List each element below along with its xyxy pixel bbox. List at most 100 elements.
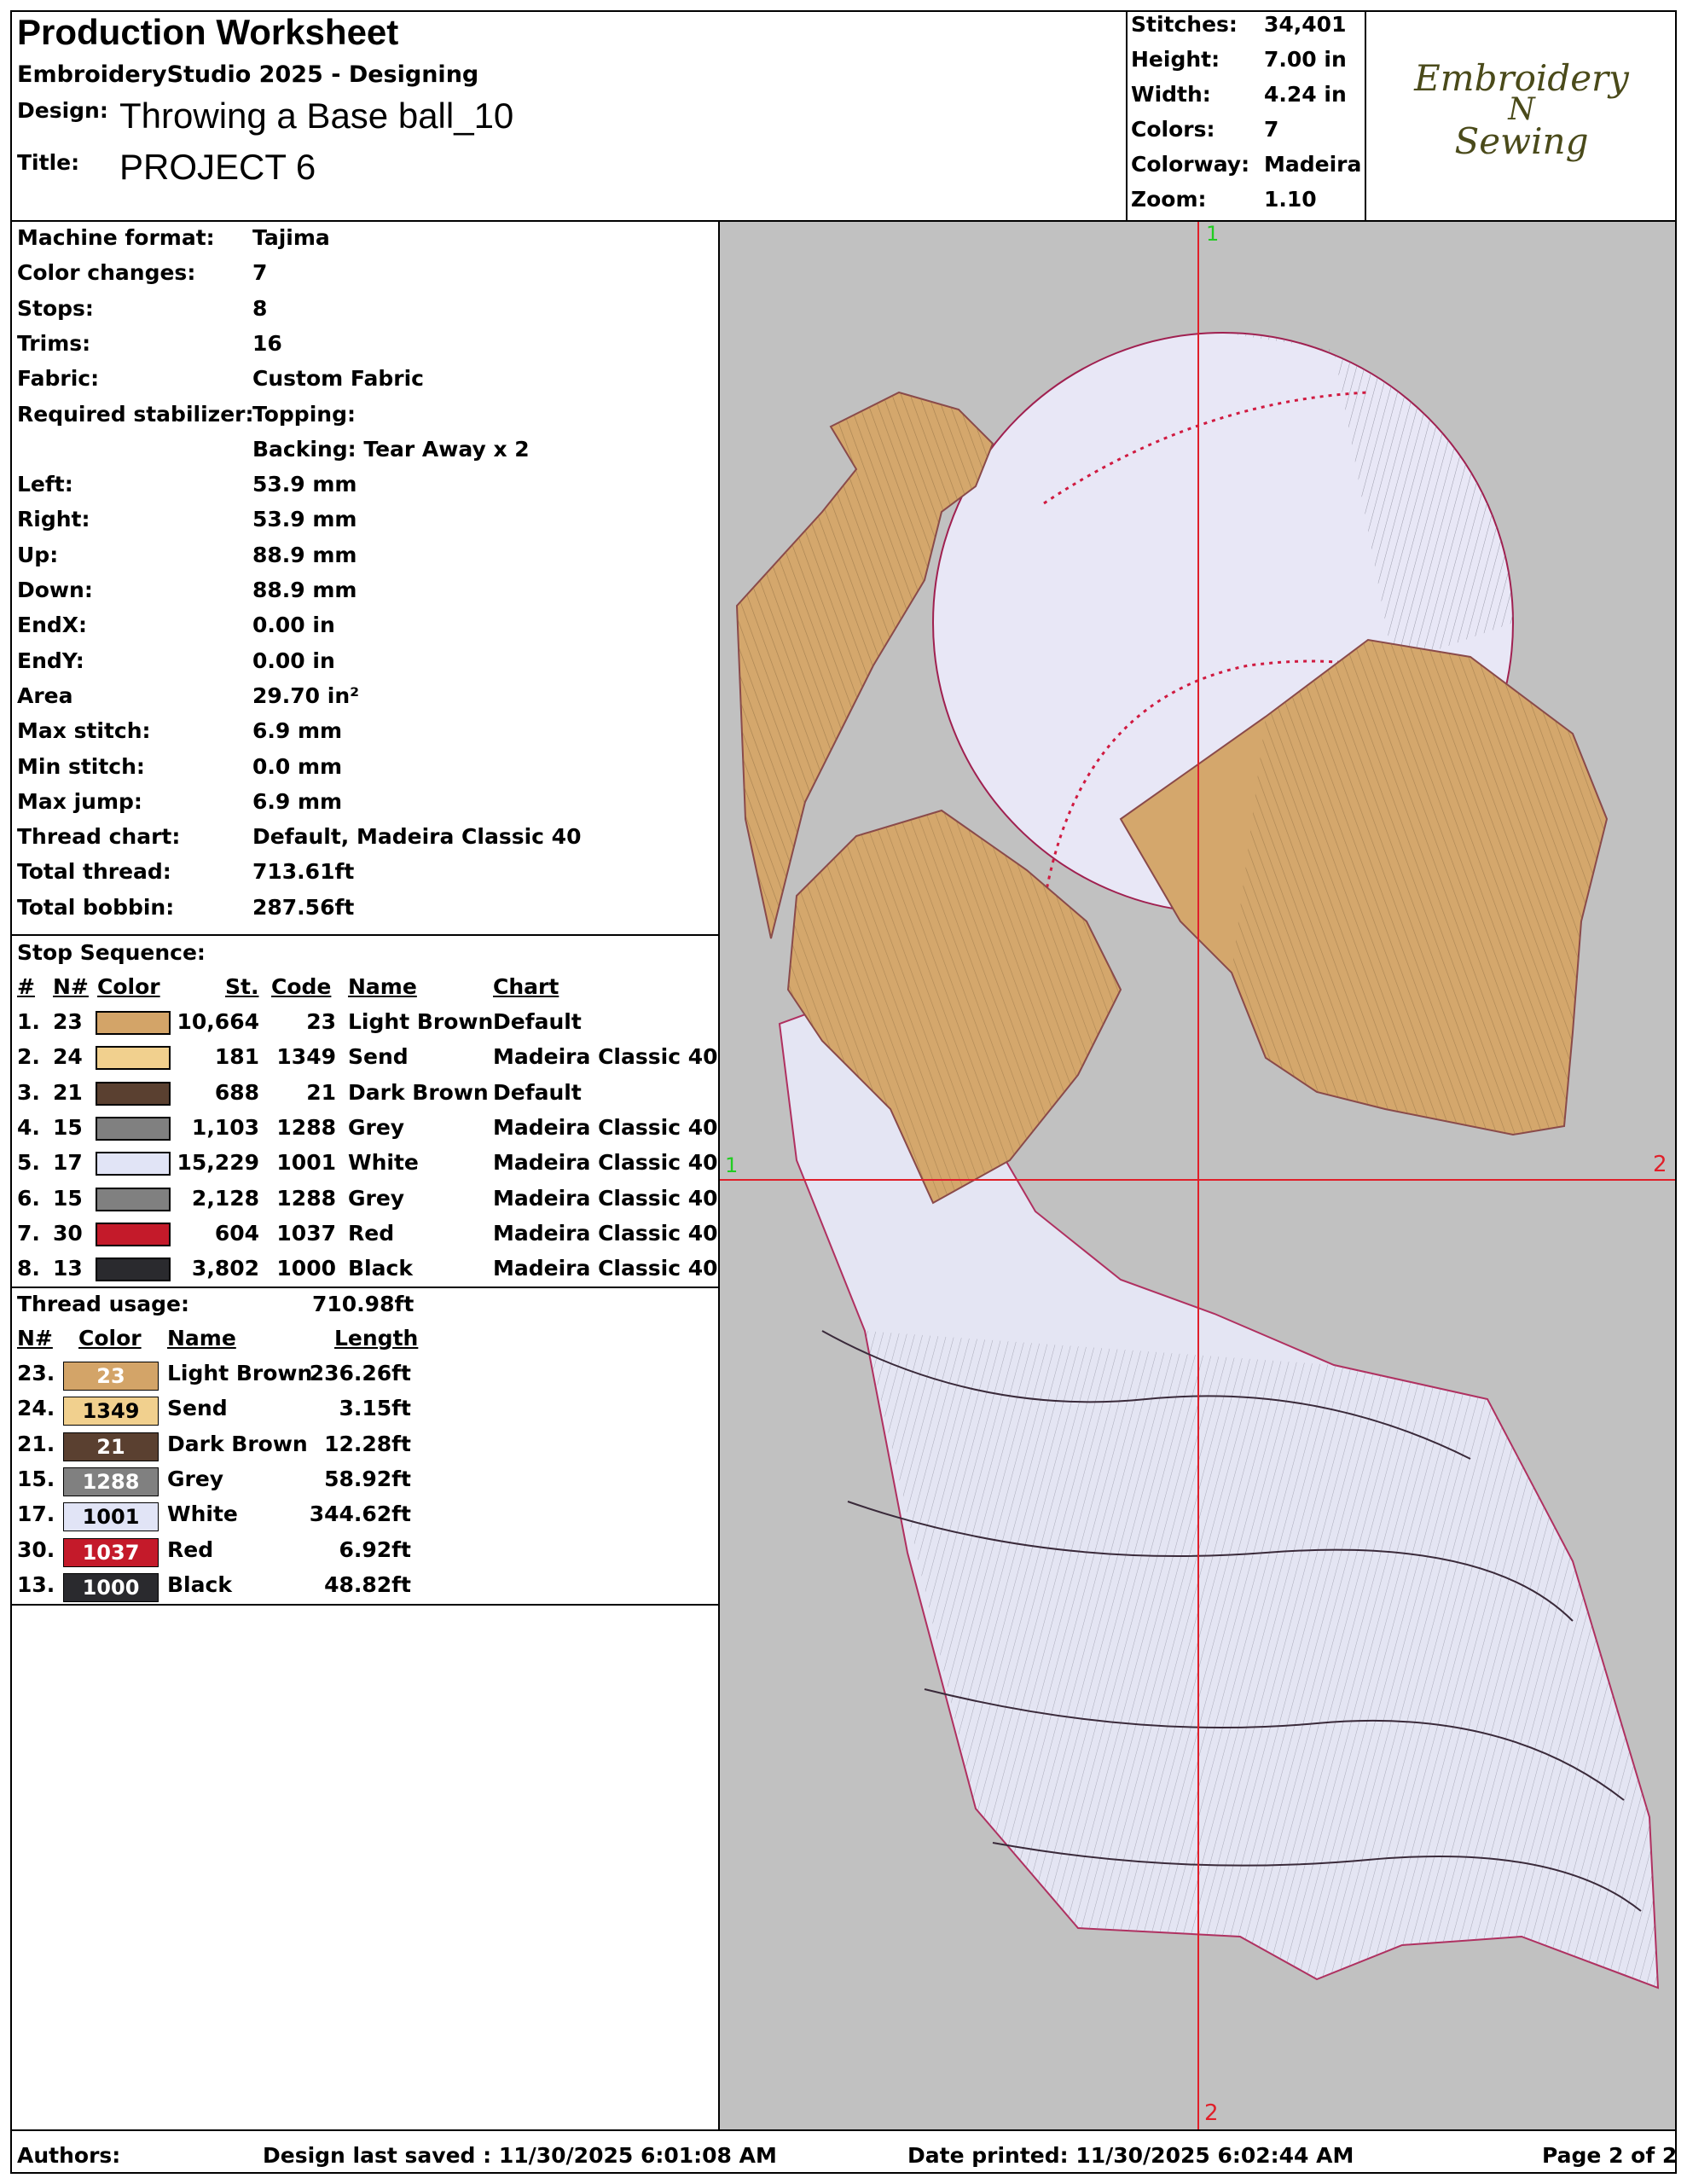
summary-value: 7 [1264,117,1279,142]
thread-row-name: White [167,1502,238,1527]
stop-row-swatch [96,1046,171,1071]
col-header-idx: # [17,974,35,999]
stat-label: Color changes: [17,260,196,286]
stat-label: Thread chart: [17,824,181,850]
summary-value: 7.00 in [1264,47,1347,72]
axis-label-bottom: 2 [1204,2100,1219,2126]
stat-label: Trims: [17,330,91,356]
thread-row-length: 48.82ft [324,1571,411,1597]
summary-value: 34,401 [1264,12,1347,37]
horizontal-axis [720,1179,1675,1181]
baseball-seam [1043,391,1369,505]
summary-label: Width: [1131,82,1211,107]
logo-line-3: Sewing [1454,120,1589,162]
software-name: EmbroideryStudio 2025 - Designing [17,61,479,88]
design-label: Design: [17,98,108,123]
stop-row-chart: Madeira Classic 40 [493,1114,718,1140]
stop-row-chart: Madeira Classic 40 [493,1185,718,1211]
stat-label: Down: [17,578,93,602]
stop-row-needle: 23 [53,1009,83,1034]
stop-row-chart: Madeira Classic 40 [493,1220,718,1246]
stop-row-index: 5. [17,1150,40,1176]
stop-row-stitches: 181 [214,1044,259,1070]
design-preview[interactable]: 1 1 2 2 [720,222,1675,2129]
stat-value: 53.9 mm [252,472,357,497]
thread-row-name: Grey [167,1466,224,1491]
stop-row-index: 2. [17,1044,40,1070]
thread-col-color: Color [78,1326,142,1350]
embroidery-preview-svg [735,332,1660,1989]
col-header-code: Code [271,974,332,999]
stat-value: 8 [252,295,268,321]
stop-row-chart: Madeira Classic 40 [493,1044,718,1070]
stop-row-index: 8. [17,1256,40,1281]
thread-col-length: Length [334,1326,419,1350]
axis-label-right: 2 [1653,1152,1667,1177]
stat-label: EndX: [17,613,88,638]
stop-row-stitches: 2,128 [191,1185,259,1211]
stat-label: EndY: [17,648,84,673]
stop-row-needle: 13 [53,1256,83,1281]
stat-value: Tajima [252,225,330,250]
stop-row-code: 21 [306,1079,336,1105]
stop-row-chart: Madeira Classic 40 [493,1256,718,1281]
stop-row-name: Grey [348,1185,405,1211]
vertical-axis [1197,222,1199,2129]
thread-row-needle: 24. [17,1396,55,1421]
axis-label-left: 1 [725,1153,739,1177]
stat-value: 6.9 mm [252,788,343,814]
thread-row-swatch: 1001 [63,1502,159,1532]
stat-label: Fabric: [17,366,100,392]
stat-value: 7 [252,260,268,286]
stat-value: 0.00 in [252,613,335,638]
logo-line-1: Embroidery [1414,57,1629,99]
stop-row-swatch [96,1222,171,1246]
worksheet-title: Production Worksheet [17,12,399,52]
col-header-name: Name [348,974,417,999]
stop-row-code: 1349 [276,1044,336,1070]
stop-row-stitches: 10,664 [177,1009,259,1034]
thread-row-length: 3.15ft [339,1396,411,1421]
logo-line-2: N [1508,92,1535,127]
stop-row-chart: Madeira Classic 40 [493,1150,718,1176]
stop-row-swatch [96,1116,171,1141]
thread-col-name: Name [167,1326,236,1350]
summary-label: Stitches: [1131,12,1238,37]
thread-row-swatch: 23 [63,1362,159,1391]
stop-row-code: 1001 [276,1150,336,1176]
summary-value: Madeira [1264,152,1362,177]
thread-row-needle: 15. [17,1466,55,1491]
stop-sequence-title: Stop Sequence: [17,940,206,965]
stop-row-code: 1037 [276,1220,336,1246]
col-header-n: N# [53,974,89,999]
stat-value: 88.9 mm [252,578,357,602]
stat-value: Topping: [252,401,356,427]
col-header-color: Color [97,974,160,999]
footer-page-number: Page 2 of 2 [1542,2143,1678,2168]
stop-row-index: 6. [17,1185,40,1211]
stat-value: Custom Fabric [252,366,425,392]
stop-row-name: White [348,1150,419,1176]
stop-row-stitches: 1,103 [191,1114,259,1140]
stop-row-swatch [96,1081,171,1106]
stop-row-name: Send [348,1044,409,1070]
stop-row-code: 1288 [276,1185,336,1211]
stop-row-index: 7. [17,1220,40,1246]
stat-value: 0.00 in [252,648,335,673]
stat-value: Default, Madeira Classic 40 [252,824,582,850]
stop-row-swatch [96,1187,171,1211]
stat-label: Min stitch: [17,753,145,779]
thread-col-n: N# [17,1326,53,1350]
stop-row-needle: 21 [53,1079,83,1105]
stop-row-needle: 15 [53,1114,83,1140]
stat-value: 287.56ft [252,894,355,920]
summary-label: Zoom: [1131,187,1207,212]
stop-row-needle: 15 [53,1185,83,1211]
design-name: Throwing a Base ball_10 [119,96,514,136]
stop-row-code: 23 [306,1009,336,1034]
stop-row-code: 1288 [276,1114,336,1140]
stop-row-index: 1. [17,1009,40,1034]
thread-row-name: Red [167,1536,214,1562]
footer-date-printed: Date printed: 11/30/2025 6:02:44 AM [907,2143,1354,2168]
stop-row-needle: 24 [53,1044,83,1070]
